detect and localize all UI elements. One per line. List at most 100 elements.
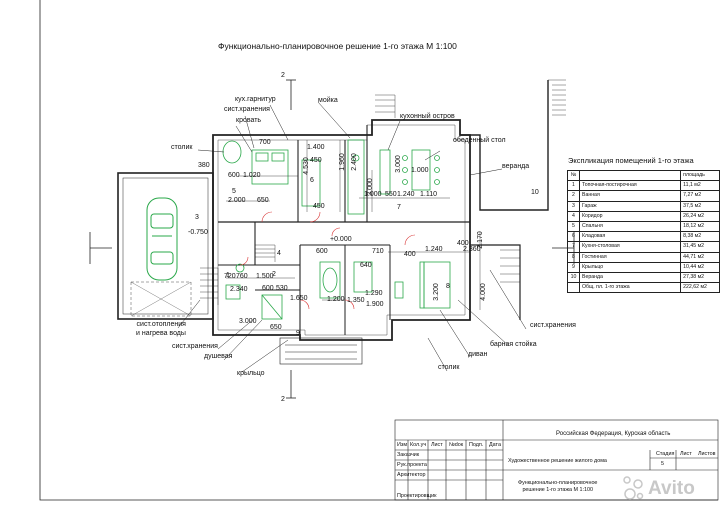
dimension-label: 3.000 [394, 155, 402, 173]
stamp-sheet-title: Функционально-планировочное решение 1-го… [518, 480, 598, 493]
dimension-label: 3.200 [432, 283, 440, 301]
stamp-header: Изм [397, 442, 408, 448]
callout-shower: душевая [204, 353, 233, 360]
stamp-region: Российская Федерация, Курская область [556, 431, 671, 437]
callout-table-bottom: столик [438, 364, 460, 371]
cell: 8,38 м2 [680, 231, 720, 243]
house-walls [212, 119, 471, 341]
cell: 31,45 м2 [680, 241, 720, 253]
porch [279, 337, 363, 365]
watermark-text: Avito [648, 478, 695, 499]
dimension-label: 400 [457, 240, 469, 247]
stamp-sheet-label: Лист [680, 451, 692, 457]
header-name [578, 169, 682, 182]
shower-icon [261, 294, 283, 320]
bath-icon [319, 261, 341, 299]
dimension-label: 720 [224, 273, 236, 280]
dimension-label: 2.000 [228, 197, 246, 204]
cell: Кухня-столовая [578, 241, 682, 253]
dimension-label: 1.400 [307, 144, 325, 151]
kitchen-island-icon [379, 149, 391, 195]
section-mark-top: 2 [281, 72, 285, 79]
callout-side-table: столик [171, 144, 193, 151]
dimension-label: 1.350 [347, 297, 365, 304]
dimension-label: 650 [270, 324, 282, 331]
room-number: 1 [226, 272, 230, 279]
stamp-header: Дата [489, 442, 501, 448]
dimension-label: 1.650 [290, 295, 308, 302]
side-table-icon [222, 140, 242, 164]
dimension-label: 1.020 [243, 172, 261, 179]
stamp-role: Рук.проекта [397, 462, 427, 468]
cell: 1 [567, 180, 580, 192]
stamp-project: Художественное решение жилого дома [508, 458, 607, 464]
dimension-label: 1.900 [366, 301, 384, 308]
cell: 9 [567, 261, 580, 273]
avito-logo-icon [623, 476, 644, 500]
dimension-label: 760 [236, 273, 248, 280]
title-block-frame [394, 419, 719, 501]
level-mark-garage: -0.750 [188, 229, 208, 236]
header-area: площадь [680, 169, 720, 182]
dimension-label: 1.240 [425, 246, 443, 253]
cell: Гостинная [578, 251, 682, 263]
dimension-label: 710 [372, 248, 384, 255]
stamp-header: Подп. [469, 442, 484, 448]
dimension-label: 600 [316, 248, 328, 255]
cell: Крыльцо [578, 261, 682, 273]
callout-veranda: веранда [502, 163, 530, 170]
callout-porch: крыльцо [237, 370, 265, 377]
cell: Ванная [578, 190, 682, 202]
garage [117, 172, 214, 320]
callout-sofa: диван [468, 351, 488, 358]
cell: 11,1 м2 [680, 180, 720, 192]
dimension-label: 700 [259, 139, 271, 146]
dimension-lines [226, 140, 481, 310]
cell: 7 [567, 241, 580, 253]
room-number: 4 [277, 250, 281, 257]
room-number: 7 [397, 204, 401, 211]
cell: 10 [567, 271, 580, 284]
dimension-label: 380 [198, 162, 210, 169]
level-mark-main: +0.000 [330, 236, 352, 243]
dimension-label: 4.530 [302, 157, 310, 175]
dimension-label: 2.340 [230, 286, 248, 293]
cell: 222,62 м2 [680, 282, 720, 294]
cell: 3 [567, 200, 580, 212]
cell: 4 [567, 210, 580, 222]
cell: Веранда [578, 271, 682, 284]
callout-dining-table: обеденный стол [453, 137, 506, 144]
stairs [200, 244, 276, 305]
cell: 8 [567, 251, 580, 263]
dimension-label: 1.000 [364, 191, 382, 198]
kitchen-set-icon [347, 139, 365, 215]
drawing-title: Функционально-планировочное решение 1-го… [218, 41, 457, 51]
stamp-header: №doк [449, 442, 464, 448]
furniture [222, 139, 451, 320]
wardrobe-icon [301, 159, 321, 207]
dimension-label: 600 [262, 285, 274, 292]
room-number: 8 [446, 283, 450, 290]
dimension-label: 1.500 [256, 273, 274, 280]
bed-icon [251, 149, 289, 185]
dimension-label: 1.290 [365, 290, 383, 297]
dimension-label: 650 [257, 197, 269, 204]
callout-storage-right: сист.хранения [530, 322, 576, 329]
table-header: № площадь [567, 169, 720, 182]
cell [567, 282, 580, 294]
cell: Топочная-постирочная [578, 180, 682, 192]
cell: Коридор [578, 210, 682, 222]
doors [239, 211, 416, 310]
cell: 37,5 м2 [680, 200, 720, 212]
